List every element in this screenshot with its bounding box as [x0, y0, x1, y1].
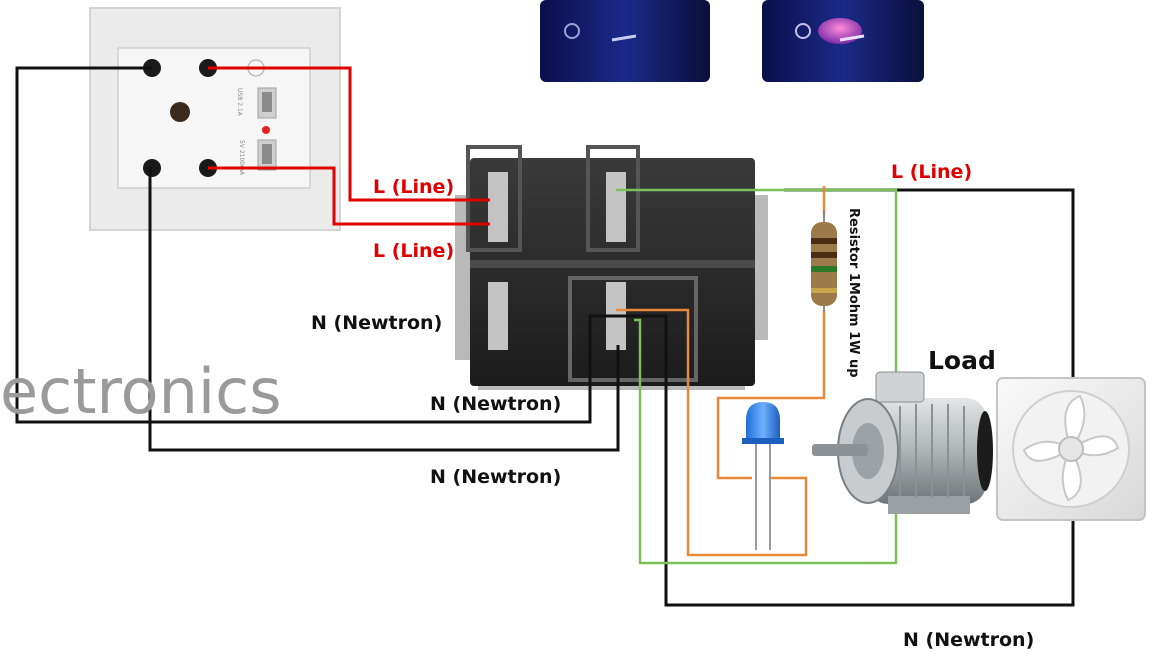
switch-wires: [616, 188, 898, 565]
exhaust-fan: [996, 377, 1146, 521]
label-neutral-bottom: N (Newtron): [903, 629, 1034, 651]
rocker-switch-on-photo: [762, 0, 924, 82]
label-neutral-lower: N (Newtron): [430, 466, 561, 488]
watermark: ectronics: [0, 355, 282, 428]
motor: [812, 371, 993, 514]
label-neutral-mid: N (Newtron): [430, 393, 561, 415]
resistor: [811, 210, 837, 312]
blue-led: [742, 402, 784, 550]
usb-caption: USB 2.1A: [236, 88, 243, 117]
rocker-switch-off-photo: [540, 0, 710, 82]
socket-rating: 5V 2100mA: [238, 140, 245, 176]
wall-socket: USB 2.1A 5V 2100mA: [89, 7, 341, 231]
power-switch-body: [455, 145, 768, 390]
resistor-label: Resistor 1Mohm 1W up: [846, 208, 861, 378]
line-wires: [208, 66, 490, 226]
label-load: Load: [928, 346, 996, 375]
label-line-switch-2: L (Line): [373, 240, 454, 262]
label-neutral-switch: N (Newtron): [311, 312, 442, 334]
label-line-top-right: L (Line): [891, 161, 972, 183]
label-line-switch-1: L (Line): [373, 176, 454, 198]
